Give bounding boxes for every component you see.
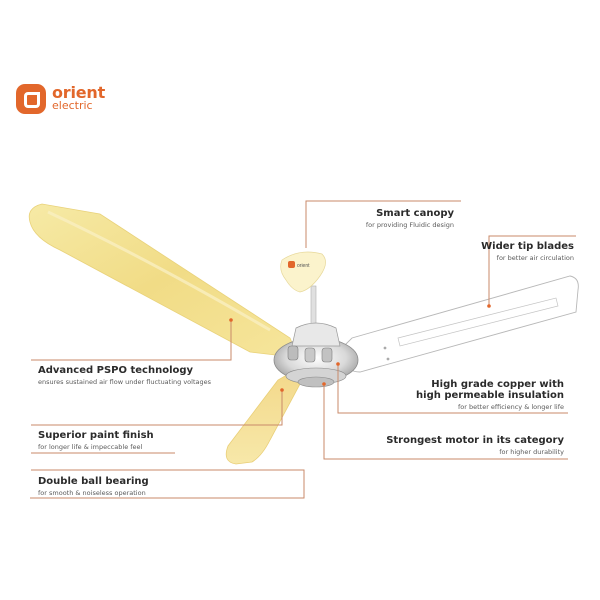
callout-subtitle: for higher durability [499,448,564,456]
callout-smart-canopy: Smart canopy for providing Fluidic desig… [366,208,454,229]
callout-subtitle: ensures sustained air flow under fluctua… [38,378,212,386]
callout-title: Smart canopy [376,208,454,219]
callout-subtitle: for longer life & impeccable feel [38,443,143,451]
fan-motor-housing [273,322,359,388]
callout-subtitle: for smooth & noiseless operation [38,489,146,497]
fan-blade-left [28,203,293,357]
callout-strongest-motor: Strongest motor in its category for high… [386,435,564,456]
callout-subtitle: for better efficiency & longer life [457,403,564,411]
callout-subtitle: for providing Fluidic design [365,221,454,229]
callout-title: Advanced PSPO technology [38,365,194,376]
fan-blade-right [344,275,579,373]
callout-subtitle: for better air circulation [496,254,574,262]
callout-leader-lines [30,200,576,499]
canopy-logo-text: orient [297,263,310,269]
orient-electric-logo: orient electric [16,84,105,114]
callout-copper-insulation: High grade copper with high permeable in… [416,379,564,411]
brand-name: orient [52,82,106,102]
callout-title: Wider tip blades [481,241,574,252]
orient-logo-icon [16,84,46,114]
callout-title: Superior paint finish [38,430,154,441]
callout-title-line1: High grade copper with [431,379,564,390]
callout-wider-tip-blades: Wider tip blades for better air circulat… [481,241,574,262]
callout-ball-bearing: Double ball bearing for smooth & noisele… [38,476,149,497]
fan-blade-bottom [225,371,301,465]
fan-canopy [280,251,326,293]
callout-title: Strongest motor in its category [386,435,564,446]
brand-sub: electric [52,98,93,112]
callout-anchor-points [229,304,491,392]
callout-title: Double ball bearing [38,476,149,487]
callout-pspo-technology: Advanced PSPO technology ensures sustain… [38,365,211,386]
callout-title-line2: high permeable insulation [416,390,564,401]
callout-paint-finish: Superior paint finish for longer life & … [38,430,154,451]
